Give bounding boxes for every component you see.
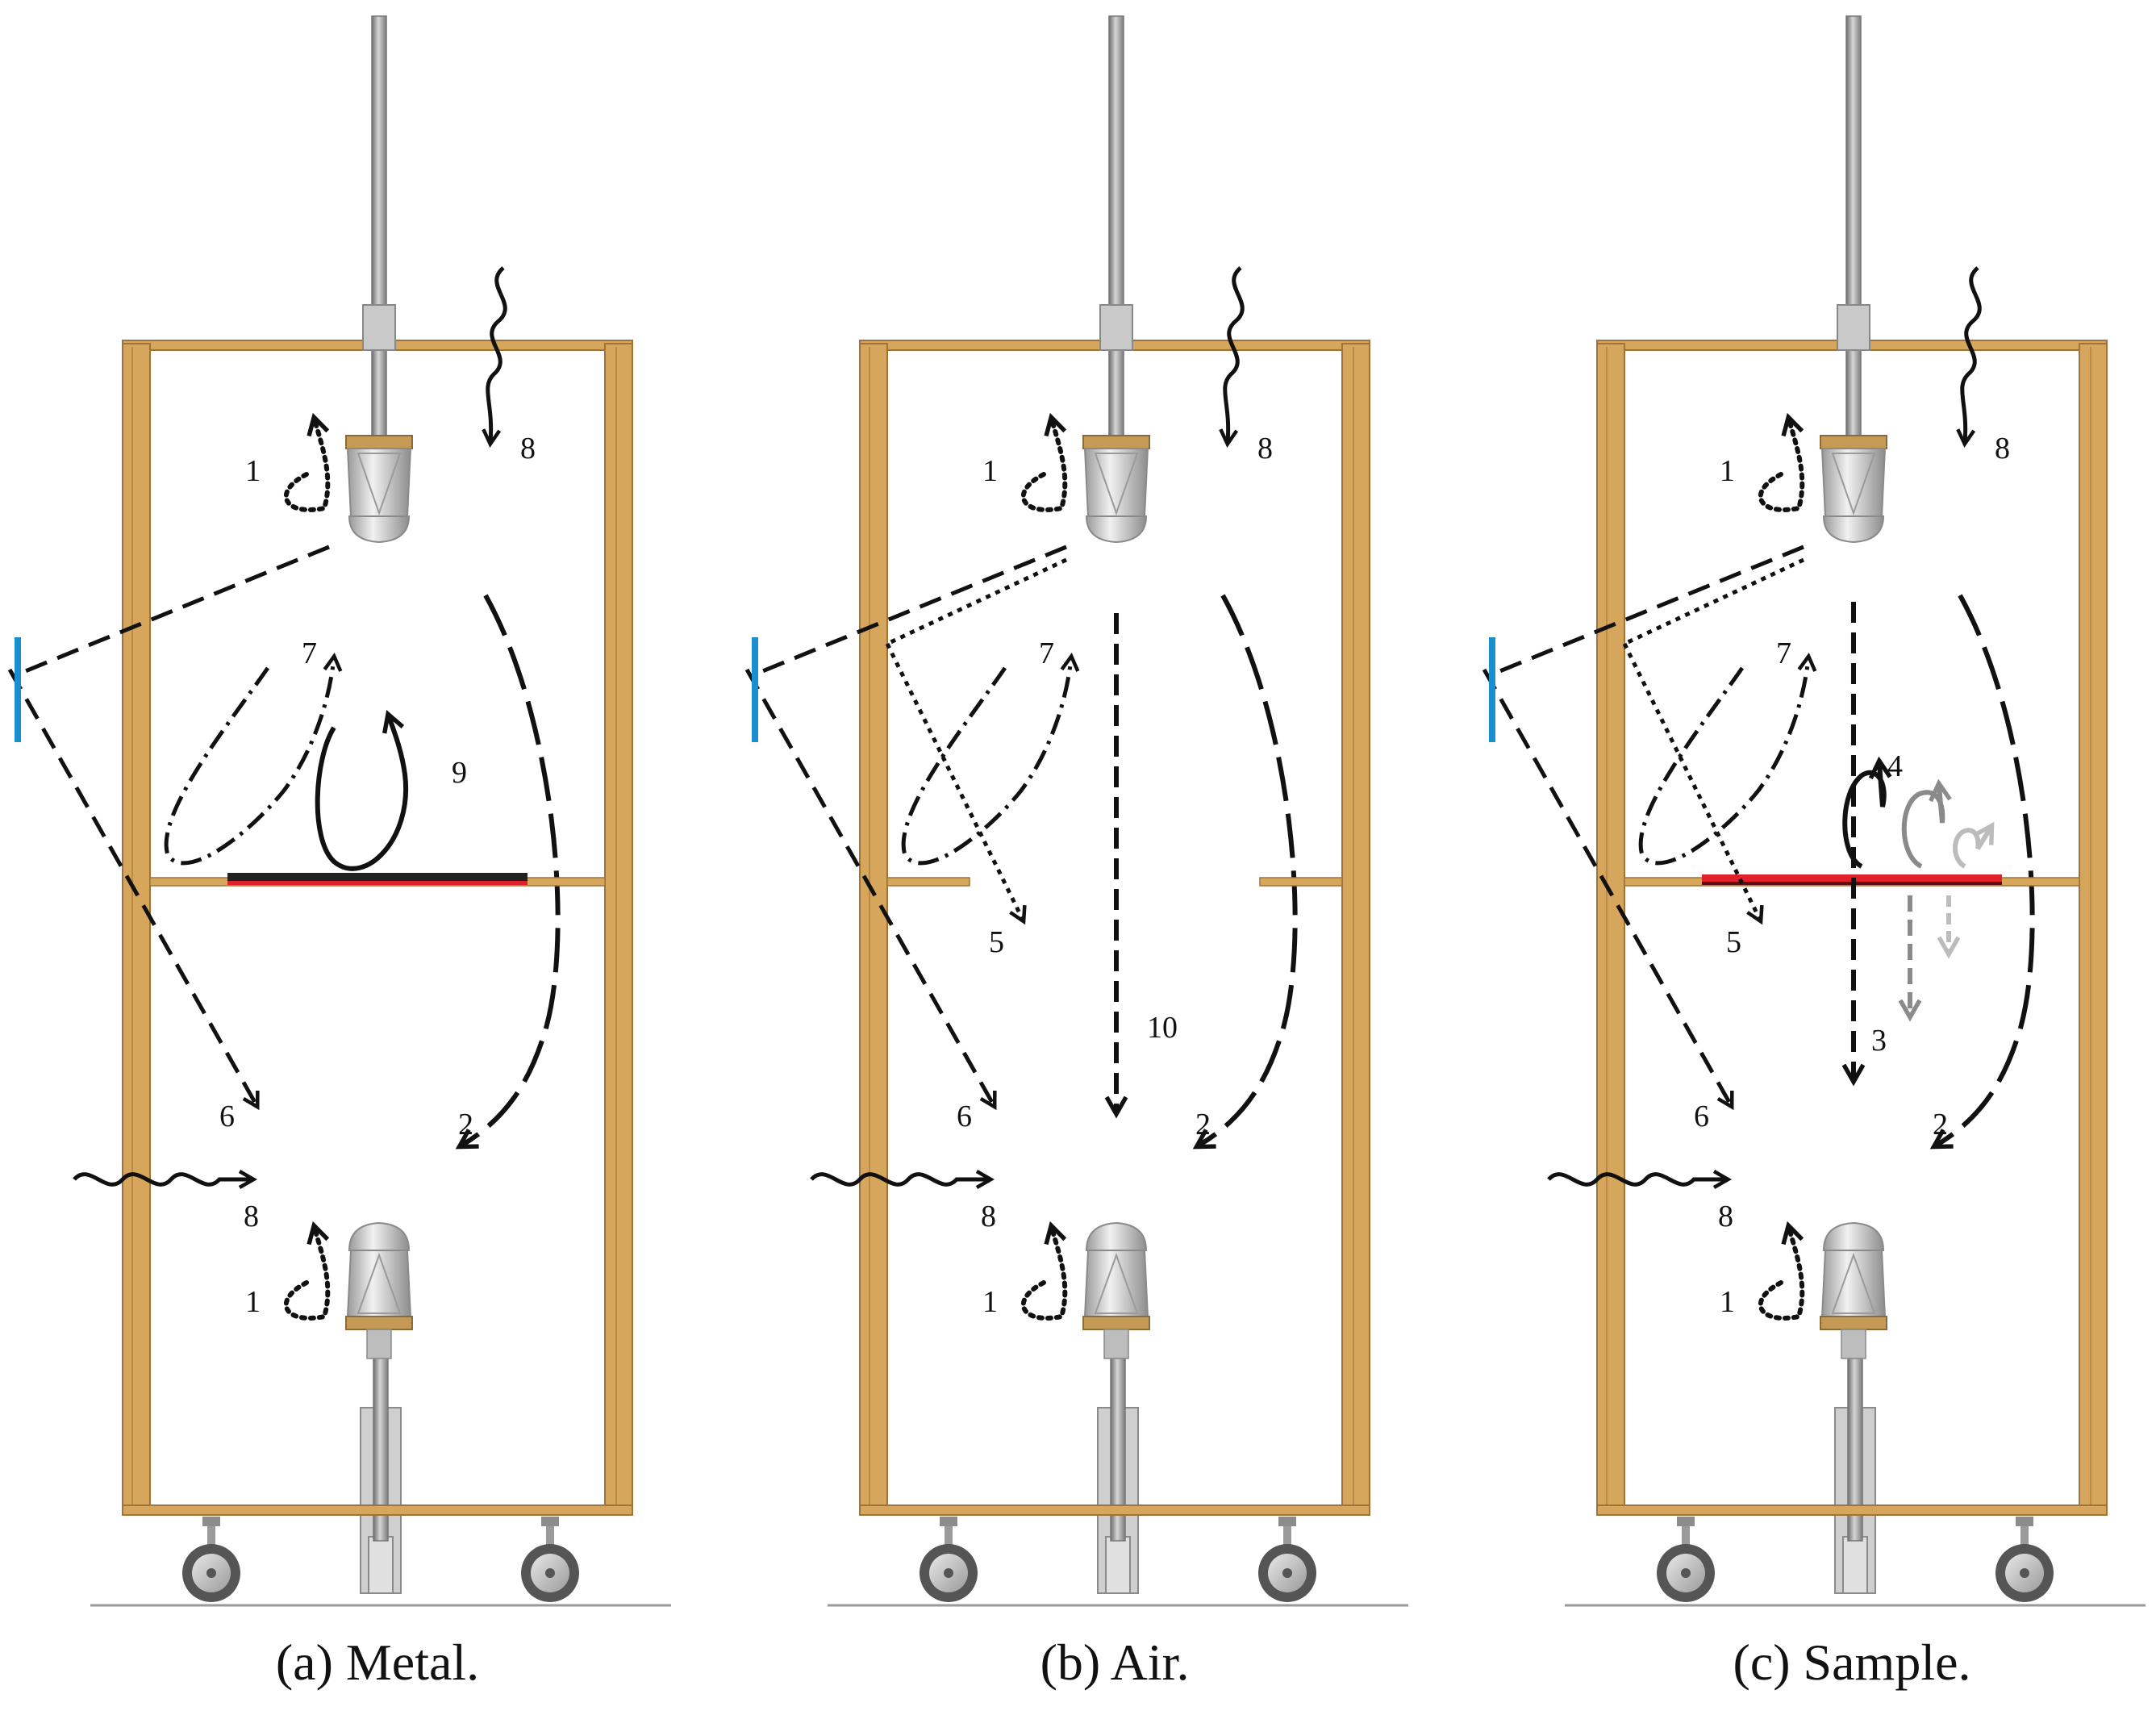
panel-sample: 1 1 8 8 7 4 5 3 6 2 (c) Sample. xyxy=(1484,16,2146,1691)
label-9: 9 xyxy=(452,756,467,790)
label-2: 2 xyxy=(458,1108,473,1141)
label-8-top: 8 xyxy=(1257,432,1273,465)
label-1-top: 1 xyxy=(982,454,998,488)
label-7: 7 xyxy=(302,636,317,670)
label-10: 10 xyxy=(1147,1011,1178,1045)
arrow-ray-in-2 xyxy=(886,557,1068,646)
arrow-4-lightgray xyxy=(1953,821,1995,869)
label-6: 6 xyxy=(957,1100,972,1133)
label-8-side: 8 xyxy=(981,1200,996,1233)
arrow-7 xyxy=(901,653,1080,866)
label-4: 4 xyxy=(1887,749,1903,783)
label-8-top: 8 xyxy=(520,432,536,465)
arrow-ray-in xyxy=(756,545,1067,676)
arrow-7 xyxy=(1638,653,1817,866)
arrow-ray-in-2 xyxy=(1623,557,1805,646)
caption-b: (b) Air. xyxy=(1040,1634,1190,1691)
label-3: 3 xyxy=(1871,1024,1887,1058)
label-1-bottom: 1 xyxy=(245,1285,261,1319)
label-2: 2 xyxy=(1195,1108,1211,1141)
label-7: 7 xyxy=(1039,636,1054,670)
panel-air: 1 1 8 8 7 5 10 6 2 (b) Air. xyxy=(747,16,1408,1691)
arrow-5 xyxy=(885,642,1027,925)
arrow-4 xyxy=(1842,756,1892,869)
label-1-bottom: 1 xyxy=(982,1285,998,1319)
arrow-ray-in xyxy=(19,545,330,676)
label-2: 2 xyxy=(1933,1108,1948,1141)
label-1-top: 1 xyxy=(1720,454,1735,488)
arrow-5 xyxy=(1622,642,1764,925)
arrow-9 xyxy=(315,710,409,871)
label-6: 6 xyxy=(219,1100,235,1133)
label-7: 7 xyxy=(1776,636,1791,670)
label-5: 5 xyxy=(989,925,1004,959)
label-1-top: 1 xyxy=(245,454,261,488)
arrow-7 xyxy=(164,653,343,866)
label-6: 6 xyxy=(1694,1100,1709,1133)
divider-air xyxy=(886,877,1343,887)
panel-metal: 1 1 8 8 7 9 6 2 (a) Metal. xyxy=(10,16,671,1691)
caption-c: (c) Sample. xyxy=(1733,1634,1971,1691)
label-8-side: 8 xyxy=(1718,1200,1733,1233)
label-8-side: 8 xyxy=(244,1200,259,1233)
arrow-ray-in xyxy=(1493,545,1804,676)
label-1-bottom: 1 xyxy=(1720,1285,1735,1319)
label-8-top: 8 xyxy=(1995,432,2010,465)
label-5: 5 xyxy=(1726,925,1741,959)
arrow-4-gray xyxy=(1901,778,1952,869)
divider-metal xyxy=(149,873,606,887)
caption-a: (a) Metal. xyxy=(276,1634,479,1691)
